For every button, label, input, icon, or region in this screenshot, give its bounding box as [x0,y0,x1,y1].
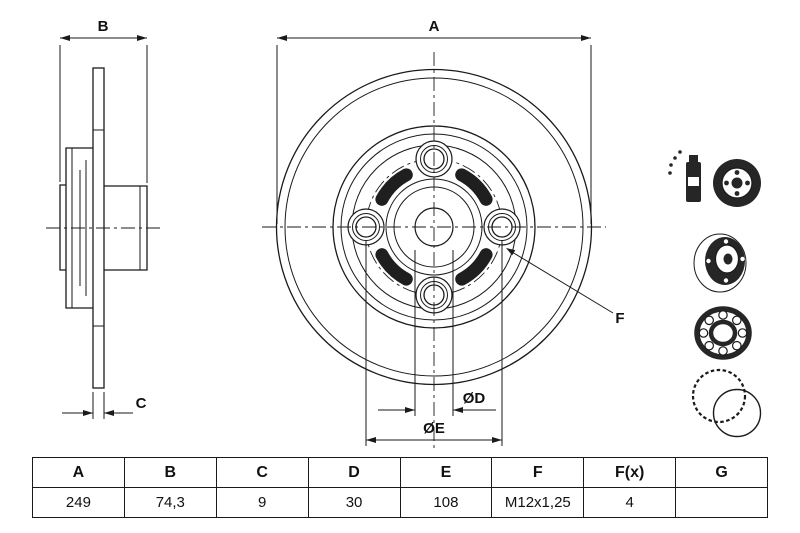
spec-value-fx: 4 [583,487,677,518]
centerlines [262,52,606,448]
dimension-b: B [59,18,148,183]
side-view [46,67,160,389]
dim-c-label: C [136,395,147,412]
dim-d-label: ØD [463,390,486,407]
spec-value-d: 30 [307,487,401,518]
technical-drawing: A B C ØD ØE [46,18,762,448]
spec-header-row: A B C D E F F(x) G [32,457,768,488]
spec-value-row: 249 74,3 9 30 108 M12x1,25 4 [32,487,768,518]
spec-header-b: B [123,457,217,488]
mounting-paste-spray-icon [668,150,761,207]
spec-value-b: 74,3 [123,487,217,518]
spec-header-e: E [399,457,493,488]
spec-header-fx: F(x) [583,457,677,488]
dim-f-label: F [615,310,624,327]
icon-column [668,150,762,438]
spec-header-g: G [675,457,768,488]
dimension-a: A [276,18,592,224]
wheel-bearing-icon [694,306,752,360]
dimension-f: F [506,248,625,327]
dimension-e: ØE [365,240,503,446]
spec-table: A B C D E F F(x) G 249 74,3 9 30 108 M12… [32,457,768,518]
dimension-c: C [62,392,147,419]
spec-value-f: M12x1,25 [491,487,585,518]
dim-a-label: A [429,18,440,35]
spec-header-f: F [491,457,585,488]
spec-value-g [675,487,768,518]
dimension-d: ØD [378,250,496,416]
flange-slots [375,168,493,286]
spec-value-c: 9 [215,487,309,518]
spec-header-a: A [32,457,125,488]
spec-header-c: C [215,457,309,488]
abs-sensor-ring-icon [691,368,762,438]
spec-header-d: D [307,457,401,488]
dim-b-label: B [98,18,109,35]
spec-value-e: 108 [399,487,493,518]
brake-disc-angled-icon [693,233,747,293]
spec-value-a: 249 [32,487,125,518]
brake-disc-drawing-svg: A B C ØD ØE [46,18,762,448]
